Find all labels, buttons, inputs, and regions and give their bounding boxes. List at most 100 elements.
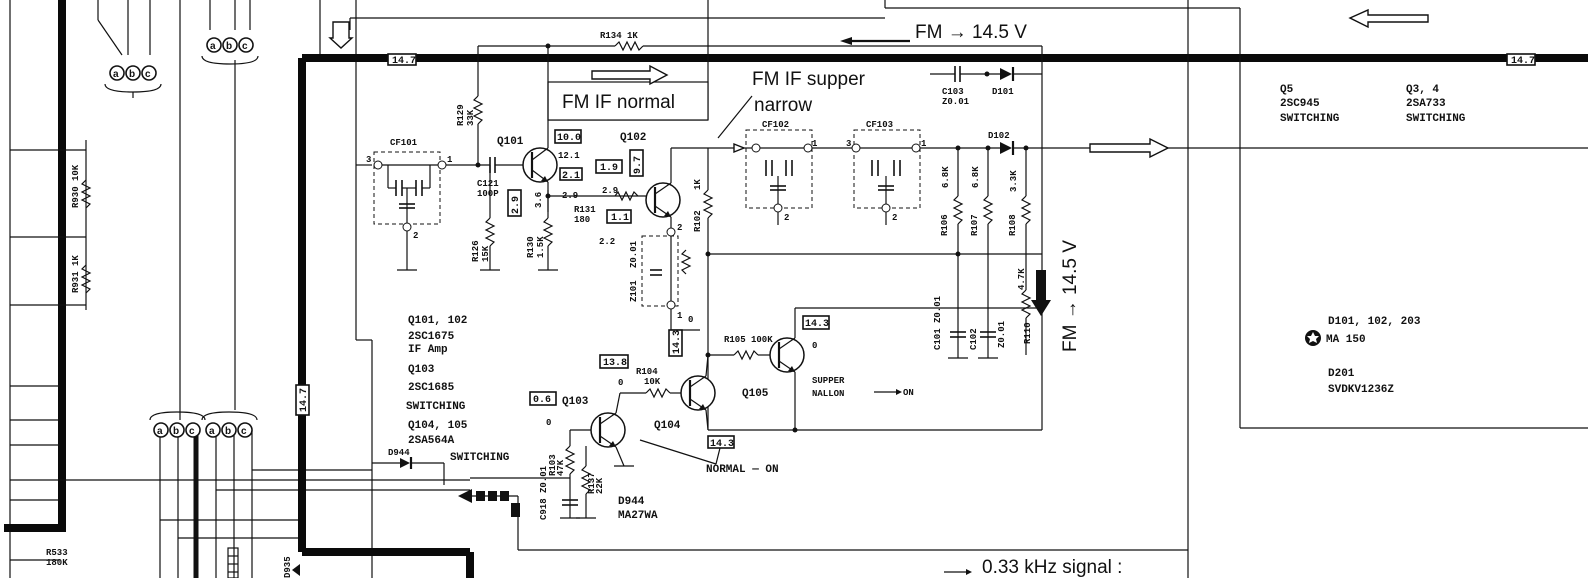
voltage-tag-14-7-top: 14.7 — [387, 53, 417, 67]
d944-part-title: D944 — [618, 496, 645, 508]
svg-text:22K: 22K — [595, 477, 605, 494]
connector-label-b: b — [226, 41, 232, 52]
r107-label: R107 — [970, 214, 980, 236]
c101-label: C101 Z0.01 — [933, 295, 943, 350]
svg-text:4.7K: 4.7K — [1017, 268, 1027, 290]
left-harness — [4, 0, 470, 578]
resistor-r137: R137 22K — [576, 446, 605, 519]
r129-label: R129 — [456, 104, 466, 126]
transistor-q104: R104 10K Q104 — [620, 354, 716, 432]
note-q5-part: 2SC945 — [1280, 98, 1320, 110]
resistor-r129: R129 33K — [456, 46, 484, 168]
svg-text:6.8K: 6.8K — [941, 166, 951, 188]
svg-text:Z101: Z101 — [629, 280, 639, 302]
connector-label-c: c — [241, 426, 247, 437]
q105-label: Q105 — [742, 388, 769, 400]
note-d201-part: SVDKV1236Z — [1328, 384, 1394, 396]
r130-label: R130 — [526, 236, 536, 258]
svg-text:14.7: 14.7 — [1511, 56, 1535, 67]
fm-if-normal-label: FM IF normal — [562, 92, 675, 113]
down-arrow-icon — [328, 21, 354, 49]
r102-label: R102 — [693, 210, 703, 232]
note-q101-role: IF Amp — [408, 344, 448, 356]
cf103-label: CF103 — [866, 120, 893, 130]
svg-text:2.1: 2.1 — [562, 171, 580, 182]
svg-text:1: 1 — [921, 139, 927, 149]
svg-text:33K: 33K — [466, 109, 476, 126]
down-arrow-icon — [1031, 270, 1051, 316]
voltage-tag-14-7-right: 14.7 — [1506, 53, 1536, 67]
connector-pin-c — [237, 422, 253, 438]
transistor-q105: R105 100K Q105 — [708, 307, 1042, 433]
r930-label: R930 10K — [71, 164, 81, 208]
r134-label: R134 1K — [600, 31, 638, 41]
svg-text:1: 1 — [447, 155, 453, 165]
note-q101-102: Q101, 102 — [408, 315, 467, 327]
resistor-r108: R108 3.3K — [1008, 148, 1032, 254]
note-d201: D201 — [1328, 368, 1355, 380]
transistor-notes: Q101, 102 2SC1675 IF Amp Q103 2SC1685 SW… — [406, 315, 510, 464]
connector-pin-a — [206, 37, 222, 53]
fm-14-5v-label: FM → 14.5 V — [915, 22, 1027, 43]
svg-text:1.5K: 1.5K — [536, 236, 546, 258]
svg-text:14.3: 14.3 — [710, 439, 734, 450]
d944-part-number: MA27WA — [618, 510, 658, 522]
normal-on-label: NORMAL — ON — [706, 464, 779, 476]
r103-label: R103 — [548, 454, 558, 476]
svg-text:13.8: 13.8 — [603, 358, 627, 369]
connector-pin-a — [205, 422, 221, 438]
r104-label: R104 — [636, 367, 658, 377]
d102-label: D102 — [988, 131, 1010, 141]
connector-label-a: a — [157, 426, 163, 437]
r126-label: R126 — [471, 240, 481, 262]
r110-label: R110 — [1023, 322, 1033, 344]
svg-text:2.9: 2.9 — [511, 196, 522, 214]
connector-pin-c — [185, 422, 201, 438]
note-q104-role: SWITCHING — [450, 452, 510, 464]
connector-pin-b — [125, 65, 141, 81]
voltage-tag-14-3-q: 14.3 — [668, 329, 683, 357]
r931-label: R931 1K — [71, 255, 81, 293]
svg-text:3: 3 — [366, 155, 371, 165]
signal-bottom-label: 0.33 kHz signal : — [982, 557, 1122, 578]
left-arrow-icon — [840, 37, 852, 45]
connector-label-b: b — [129, 69, 135, 80]
note-q34-part: 2SA733 — [1406, 98, 1446, 110]
supper-label: SUPPER — [812, 376, 845, 386]
signal-connector-arrow — [458, 489, 520, 517]
ceramic-filter-cf103: CF103 3 1 2 — [846, 120, 927, 225]
filter-z101: Z0.01 Z101 2 1 — [629, 223, 692, 321]
connector-block — [227, 547, 239, 578]
svg-text:14.7: 14.7 — [392, 56, 416, 67]
diode-d101: D101 — [992, 67, 1042, 97]
svg-text:6.8K: 6.8K — [971, 166, 981, 188]
note-q103-part: 2SC1685 — [408, 382, 455, 394]
note-q5: Q5 — [1280, 84, 1294, 96]
voltage-tag-2-1: 2.1 — [559, 167, 583, 182]
svg-text:2: 2 — [677, 223, 682, 233]
connector-abc-bottom: a b c a b c — [149, 411, 258, 438]
svg-text:3.3K: 3.3K — [1009, 170, 1019, 192]
connector-label-b: b — [173, 426, 179, 437]
nallon-label: NALLON — [812, 389, 844, 399]
right-notes: Q5 2SC945 SWITCHING Q3, 4 2SA733 SWITCHI… — [1280, 84, 1466, 396]
voltage-3-6: 3.6 — [534, 192, 544, 208]
r137-label: R137 — [587, 472, 597, 494]
fm-top-signal: FM → 14.5 V — [328, 0, 1588, 578]
cf101-label: CF101 — [390, 138, 418, 148]
connector-pin-a — [153, 422, 169, 438]
r106-label: R106 — [940, 214, 950, 236]
voltage-tag-14-3-top: 14.3 — [802, 315, 830, 330]
resistor-r931: R931 1K — [71, 255, 92, 294]
c918-label: C918 Z0.01 — [539, 465, 549, 520]
d101-label: D101 — [992, 87, 1014, 97]
note-q103-role: SWITCHING — [406, 401, 466, 413]
svg-text:47K: 47K — [556, 459, 566, 476]
right-arrow-icon — [733, 142, 746, 154]
resistor-r134: R134 1K — [478, 31, 1043, 430]
voltage-0-c: 0 — [618, 378, 623, 388]
svg-text:Z0.01: Z0.01 — [629, 240, 639, 268]
resistor-r130: R130 1.5K — [526, 190, 558, 271]
